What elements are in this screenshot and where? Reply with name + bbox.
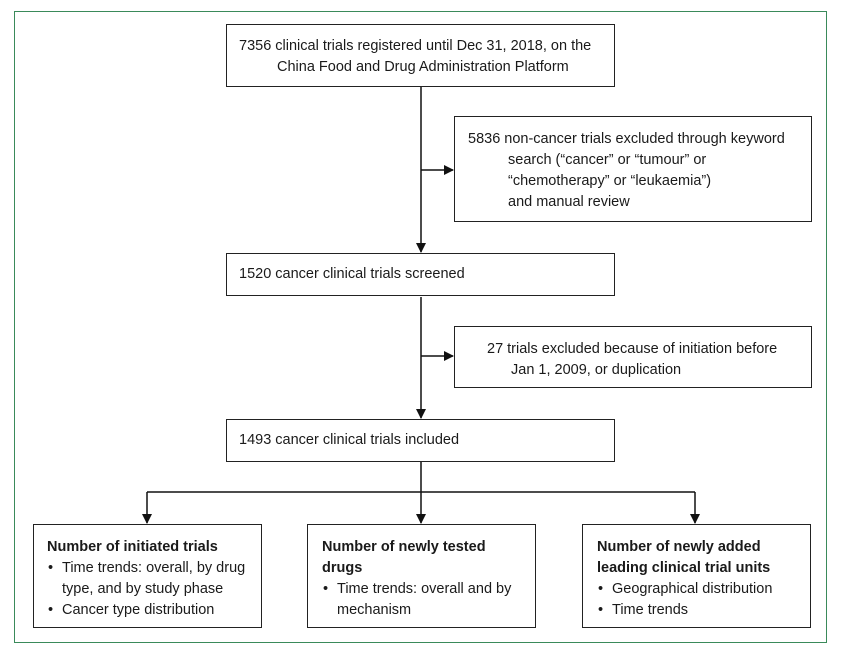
list-item: Cancer type distribution	[47, 600, 261, 621]
drugs-title-line2: drugs	[322, 560, 363, 576]
list-item: Time trends: overall and by mechanism	[322, 579, 535, 621]
units-bullet2: Time trends	[612, 602, 689, 618]
initiation-line2: Jan 1, 2009, or duplication	[511, 362, 682, 378]
noncancer-line1: 5836 non-cancer trials excluded through …	[468, 131, 785, 147]
units-title-line2: leading clinical trial units	[597, 560, 771, 576]
list-item: Geographical distribution	[597, 579, 810, 600]
initiated-title: Number of initiated trials	[47, 539, 218, 555]
registered-line2: China Food and Drug Administration Platf…	[277, 59, 569, 75]
box-newly-added-units: Number of newly added leading clinical t…	[582, 524, 811, 628]
initiated-list: Time trends: overall, by drug type, and …	[47, 558, 261, 621]
initiated-bullet1-line1: Time trends: overall, by drug	[62, 560, 246, 576]
registered-line1: 7356 clinical trials registered until De…	[239, 38, 592, 54]
units-bullet1: Geographical distribution	[612, 581, 773, 597]
box-noncancer-excluded: 5836 non-cancer trials excluded through …	[454, 116, 812, 222]
initiation-line1: 27 trials excluded because of initiation…	[487, 341, 778, 357]
box-newly-tested-drugs: Number of newly tested drugs Time trends…	[307, 524, 536, 628]
initiated-bullet1-line2: type, and by study phase	[62, 581, 224, 597]
noncancer-line2: search (“cancer” or “tumour” or	[508, 152, 707, 168]
box-initiation-excluded: 27 trials excluded because of initiation…	[454, 326, 812, 388]
drugs-bullet1-line1: Time trends: overall and by	[337, 581, 512, 597]
box-initiated-trials: Number of initiated trials Time trends: …	[33, 524, 262, 628]
box-registered-trials: 7356 clinical trials registered until De…	[226, 24, 615, 87]
figure-frame	[14, 11, 827, 643]
drugs-title-line1: Number of newly tested	[322, 539, 486, 555]
drugs-list: Time trends: overall and by mechanism	[322, 579, 535, 621]
noncancer-line4: and manual review	[508, 194, 630, 210]
units-list: Geographical distribution Time trends	[597, 579, 810, 621]
box-screened-trials: 1520 cancer clinical trials screened	[226, 253, 615, 296]
box-included-trials: 1493 cancer clinical trials included	[226, 419, 615, 462]
units-title-line1: Number of newly added	[597, 539, 761, 555]
included-text: 1493 cancer clinical trials included	[239, 432, 460, 448]
list-item: Time trends	[597, 600, 810, 621]
drugs-bullet1-line2: mechanism	[337, 602, 412, 618]
noncancer-line3: “chemotherapy” or “leukaemia”)	[508, 173, 712, 189]
list-item: Time trends: overall, by drug type, and …	[47, 558, 261, 600]
initiated-bullet2: Cancer type distribution	[62, 602, 215, 618]
screened-text: 1520 cancer clinical trials screened	[239, 266, 465, 282]
